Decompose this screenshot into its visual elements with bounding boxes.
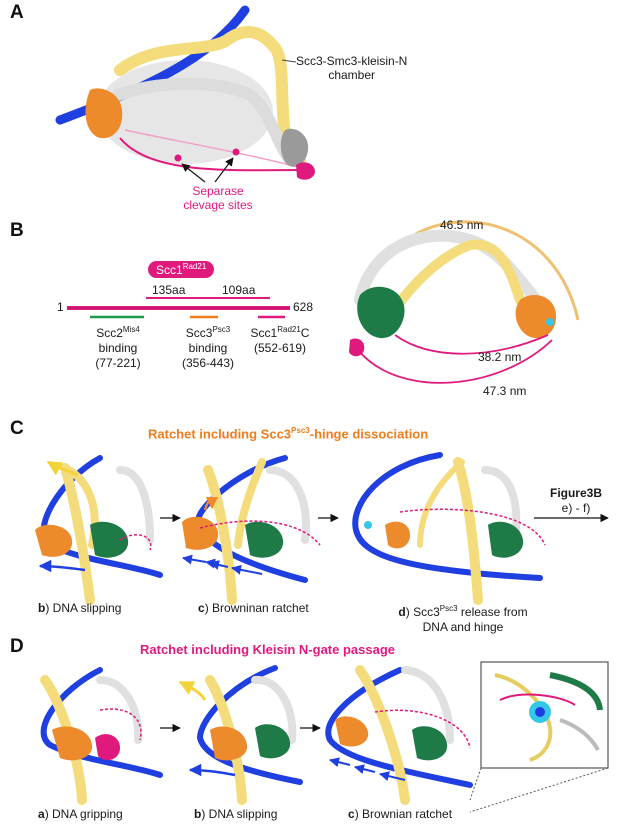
scc2-green-c1 [90, 521, 129, 558]
smc-white-d2 [251, 676, 297, 744]
inset-yellow [494, 673, 553, 762]
smc-white-c2 [266, 466, 310, 544]
panel-letter-a: A [10, 2, 24, 23]
scc3-binding-label: Scc3Psc3 binding (356-443) [181, 325, 235, 370]
cleavage-arrow-2 [214, 157, 234, 183]
distance-arc-47 [357, 339, 553, 384]
inset-leader-2 [469, 767, 609, 813]
caption-d-a: a) DNA gripping [38, 807, 123, 821]
scc2-binding-label: Scc2Mis4 binding (77-221) [95, 325, 141, 370]
caption-c-d: d) Scc3Psc3 release from DNA and hinge [398, 604, 528, 634]
scc3-orange-c2 [182, 516, 219, 550]
separase-label: Separase clevage sites [183, 184, 253, 212]
scc2-green-d3 [412, 726, 448, 761]
scc2-green-c3 [488, 521, 524, 558]
distance-label-47: 47.3 nm [483, 384, 527, 398]
scc2-green-d2 [255, 724, 291, 759]
panel-d-illustration [40, 661, 609, 813]
distance-label-38: 38.2 nm [478, 350, 522, 364]
scc3-orange-d1 [52, 726, 93, 761]
caption-d-c: c) Brownian ratchet [348, 807, 453, 821]
caption-d-b: b) DNA slipping [194, 807, 278, 821]
inset-green [549, 672, 603, 711]
smc-yellow-c2 [203, 465, 237, 605]
segment-135aa-label: 135aa [152, 283, 186, 297]
smc-yellow-c1 [60, 463, 95, 605]
panel-letter-d: D [10, 636, 24, 657]
cleavage-arrow-1 [181, 163, 206, 183]
scc3-orange-d3 [335, 716, 369, 747]
yellow-arrow-d2 [178, 680, 207, 701]
panel-c-illustration [35, 452, 609, 605]
panel-d-title: Ratchet including Kleisin N-gate passage [140, 642, 395, 657]
segment-109aa-label: 109aa [222, 283, 256, 297]
chamber-pointer [281, 59, 297, 63]
smc-white-c1 [116, 466, 154, 544]
dna-c3 [352, 452, 543, 581]
orange-arrow-c2 [203, 496, 219, 511]
smc-head-gray-a [280, 128, 309, 167]
distance-arc-38 [394, 334, 549, 355]
smc-yellow-c3 [453, 457, 483, 605]
smc-white-arm-a [112, 77, 296, 166]
kleisin-blob-d1 [95, 734, 120, 761]
sequence-start: 1 [57, 300, 64, 314]
scc1c-binding-label: Scc1Rad21C (552-619) [250, 325, 310, 355]
scc3-orange-a [85, 88, 123, 139]
caption-c-c: c) Browninan ratchet [198, 601, 309, 615]
blue-arrow-c2 [231, 564, 263, 575]
smc-white-d3 [401, 666, 454, 744]
distance-label-46: 46.5 nm [440, 218, 484, 232]
scc3-orange-c3 [385, 521, 410, 549]
chamber-label: Scc3-Smc3-kleisin-N chamber [296, 54, 408, 82]
smc-white-b [354, 229, 546, 311]
smc-white-d1 [96, 676, 143, 744]
dna-c1 [40, 455, 163, 578]
scc2-green-b [357, 286, 405, 339]
panel-a-illustration [55, 5, 315, 183]
cleavage-site-2 [232, 148, 240, 156]
caption-c-b: b) DNA slipping [38, 601, 122, 615]
scc2-green-c2 [245, 521, 284, 558]
dna-d1 [40, 667, 163, 778]
figure3b-link: Figure3B e) - f) [549, 486, 602, 515]
dna-d2 [196, 665, 303, 785]
inset-leader-1 [469, 767, 482, 801]
chamber-shading [97, 60, 273, 164]
smc-yellow-d3 [355, 665, 410, 805]
kleisin-line-a [119, 137, 301, 172]
inset-gray [559, 718, 600, 752]
kleisin-pale-line-a [124, 129, 291, 166]
scc3-orange-b [515, 295, 557, 339]
kleisin-c-blob-a [296, 162, 315, 180]
blue-arrow-d2 [188, 763, 236, 777]
sequence-end: 628 [293, 300, 314, 314]
blue-arrow-d3 [379, 771, 406, 781]
panel-c-title: Ratchet including Scc3Psc3-hinge dissoci… [148, 426, 429, 442]
panel-letter-c: C [10, 418, 24, 439]
cleavage-site-1 [174, 154, 182, 162]
scc1-rad21-pill: Scc1Rad21 [148, 261, 215, 278]
panel-letter-b: B [10, 220, 24, 241]
yellow-arrow-c1 [46, 460, 79, 477]
dna-d3 [325, 667, 473, 788]
blue-arrow-c1 [38, 559, 86, 573]
scc3-orange-d2 [210, 726, 248, 761]
scc3-orange-c1 [35, 524, 73, 557]
panel-b-illustration [67, 220, 580, 384]
